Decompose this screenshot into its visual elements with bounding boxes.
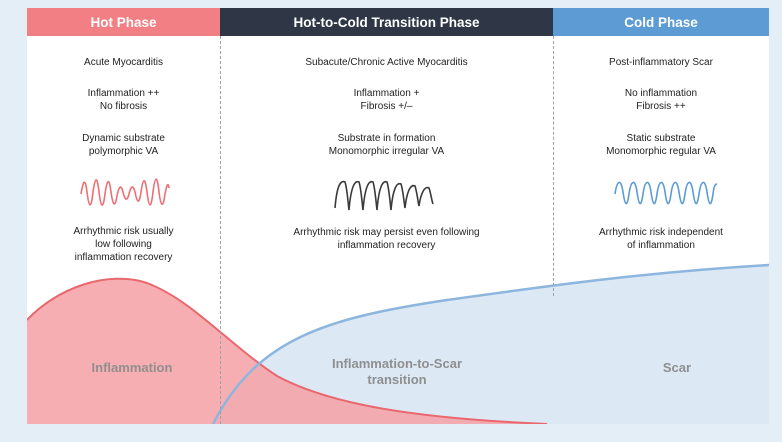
transition-risk-line-2: inflammation recovery	[337, 240, 436, 251]
cold-inflammation: No inflammation	[624, 88, 698, 99]
cold-risk-line-1: Arrhythmic risk independent	[599, 227, 723, 238]
hot-substrate: Dynamic substrate	[82, 133, 165, 144]
transition-va: Monomorphic irregular VA	[328, 146, 445, 157]
header-hot-label: Hot Phase	[90, 14, 157, 30]
transition-substrate: Substrate in formation	[337, 133, 436, 144]
hot-risk-line-2: low following	[95, 239, 152, 250]
divider-transition-cold	[553, 36, 554, 296]
transition-inflammation: Inflammation +	[353, 88, 420, 99]
monomorphic-regular-va-waveform-icon	[614, 181, 718, 205]
phase-curves	[27, 263, 769, 424]
myocarditis-phases-diagram: Hot Phase Hot-to-Cold Transition Phase C…	[27, 8, 769, 424]
header-cold-phase: Cold Phase	[553, 8, 769, 36]
hot-risk-line-1: Arrhythmic risk usually	[73, 226, 174, 237]
inflammation-area	[27, 278, 547, 424]
polymorphic-va-waveform-icon	[80, 178, 170, 206]
hot-fibrosis: No fibrosis	[99, 101, 148, 112]
divider-hot-transition	[220, 36, 221, 424]
header-cold-label: Cold Phase	[624, 14, 698, 30]
cold-stage: Post-inflammatory Scar	[609, 57, 713, 68]
cold-fibrosis: Fibrosis ++	[636, 101, 686, 112]
transition-stage: Subacute/Chronic Active Myocarditis	[305, 57, 468, 68]
transition-risk-line-1: Arrhythmic risk may persist even followi…	[293, 227, 480, 238]
scar-region-label: Scar	[662, 360, 692, 375]
cold-va: Monomorphic regular VA	[606, 146, 716, 157]
header-hot-phase: Hot Phase	[27, 8, 220, 36]
transition-region-label-line-1: Inflammation-to-Scar	[331, 356, 462, 371]
hot-risk-line-3: inflammation recovery	[74, 252, 173, 263]
inflammation-region-label: Inflammation	[91, 360, 173, 375]
inflammation-curve	[27, 277, 548, 424]
transition-region-label: Inflammation-to-Scar transition	[297, 356, 497, 388]
monomorphic-irregular-va-waveform-icon	[334, 180, 434, 211]
transition-region-label-line-2: transition	[367, 372, 427, 387]
hot-va: polymorphic VA	[88, 146, 159, 157]
scar-area	[213, 265, 769, 424]
transition-fibrosis: Fibrosis +/–	[360, 101, 413, 112]
cold-risk-line-2: of inflammation	[627, 240, 695, 251]
hot-stage: Acute Myocarditis	[84, 57, 163, 68]
hot-inflammation: Inflammation ++	[87, 88, 160, 99]
header-transition-label: Hot-to-Cold Transition Phase	[293, 14, 480, 30]
scar-curve	[211, 263, 769, 424]
cold-substrate: Static substrate	[626, 133, 696, 144]
header-transition-phase: Hot-to-Cold Transition Phase	[220, 8, 553, 36]
